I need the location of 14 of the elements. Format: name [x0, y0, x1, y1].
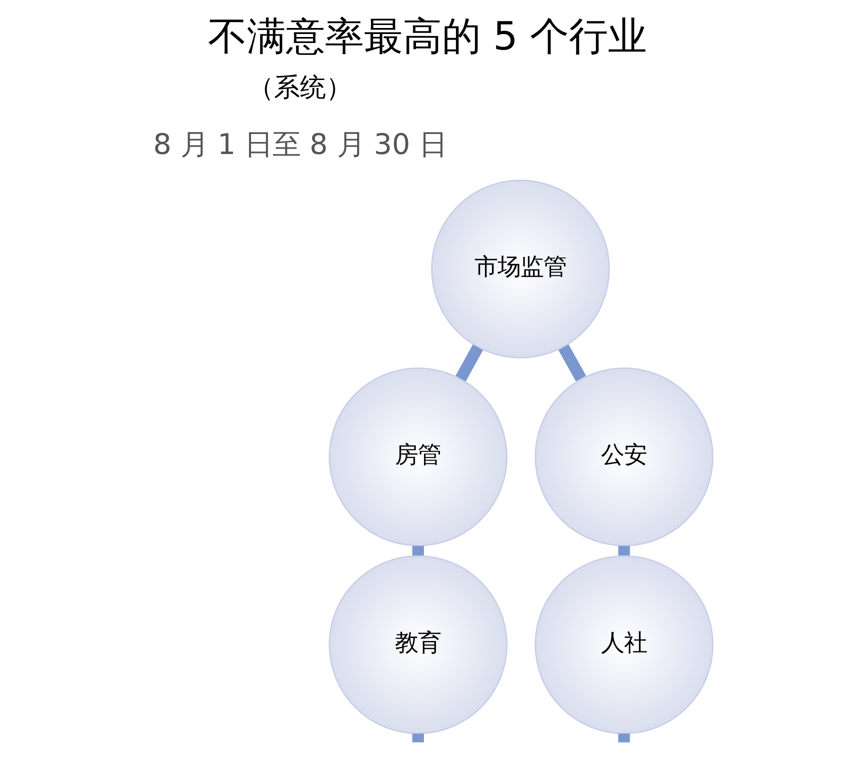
connector	[412, 546, 424, 556]
node-circle: 公安	[534, 367, 714, 546]
node-circle: 房管	[328, 367, 508, 546]
node-circle: 人社	[534, 555, 714, 734]
connector	[456, 344, 484, 382]
connector	[618, 734, 630, 742]
connector	[412, 734, 424, 742]
node-circle: 市场监管	[431, 180, 610, 358]
connector	[618, 546, 630, 556]
connector	[558, 344, 586, 382]
label: 8 月 1 日至 8 月 30 日	[153, 128, 448, 161]
diagram-title: 不满意率最高的 5 个行业	[208, 14, 648, 60]
node-circle: 教育	[328, 555, 508, 734]
label: （系统）	[248, 73, 352, 104]
